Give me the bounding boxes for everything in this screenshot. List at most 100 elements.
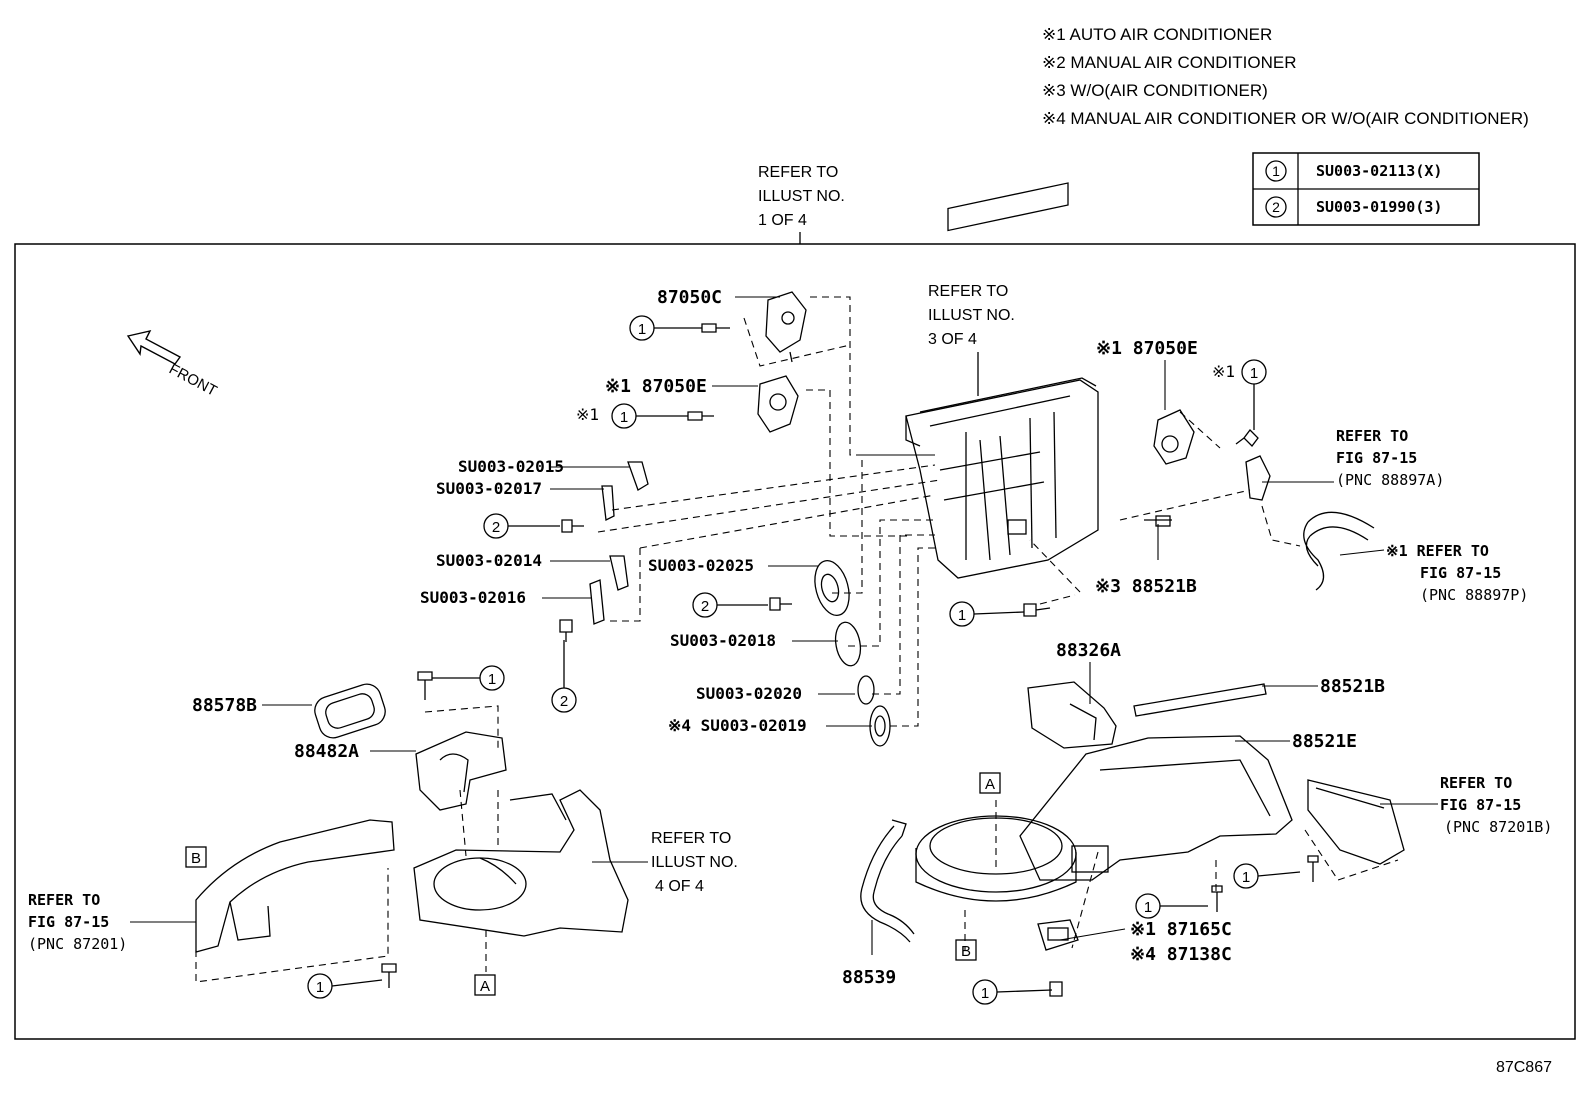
- callout-1-b: 1: [611, 403, 688, 429]
- label-87050e-left: ※1 87050E: [605, 376, 707, 397]
- legend-part-1: SU003-02113(X): [1316, 162, 1442, 180]
- svg-text:ILLUST NO.: ILLUST NO.: [758, 188, 845, 205]
- label-88521e: 88521E: [1292, 731, 1357, 752]
- duct-87201b-drawing: [1307, 779, 1405, 865]
- front-label: FRONT: [166, 361, 220, 400]
- callout-1-d: 1: [949, 601, 1025, 627]
- svg-text:(PNC 88897P): (PNC 88897P): [1420, 586, 1528, 604]
- refer-illust-3: REFER TO ILLUST NO. 3 OF 4: [928, 283, 1015, 348]
- refer-fig-87201: REFER TO FIG 87-15 (PNC 87201): [28, 891, 127, 953]
- refer-illust-1: REFER TO ILLUST NO. 1 OF 4: [758, 164, 845, 229]
- linkage-levers-drawing: [589, 461, 649, 625]
- callout-1-e: 1: [432, 665, 505, 691]
- refer-fig-88897a: REFER TO FIG 87-15 (PNC 88897A): [1336, 427, 1444, 489]
- svg-text:(PNC 88897A): (PNC 88897A): [1336, 471, 1444, 489]
- screw-icons: [381, 323, 1319, 997]
- actuator-87050e-right-drawing: [1153, 409, 1195, 465]
- actuator-87050c-drawing: [765, 291, 807, 363]
- ref-box-b-right: B: [961, 943, 971, 960]
- notes-block: ※1 AUTO AIR CONDITIONER ※2 MANUAL AIR CO…: [1042, 25, 1529, 128]
- svg-text:FIG 87-15: FIG 87-15: [28, 913, 109, 931]
- duct-88482a-drawing: [415, 731, 507, 811]
- callout-1-a: 1: [629, 315, 702, 341]
- legend-part-2: SU003-01990(3): [1316, 198, 1442, 216]
- label-su02017: SU003-02017: [436, 479, 542, 498]
- callout-1-g: 1: [972, 979, 1053, 1005]
- svg-text:ILLUST NO.: ILLUST NO.: [651, 854, 738, 871]
- ref-box-a-left: A: [480, 978, 490, 995]
- svg-text:FIG 87-15: FIG 87-15: [1440, 796, 1521, 814]
- duct-87201-drawing: [195, 819, 395, 953]
- label-88326a: 88326A: [1056, 640, 1121, 661]
- label-x1-bolt-left: ※1: [576, 405, 599, 424]
- leader-lines: [130, 296, 1438, 955]
- bracket-88897a-drawing: [1245, 455, 1271, 501]
- svg-text:REFER TO: REFER TO: [1336, 427, 1408, 445]
- note-4: ※4 MANUAL AIR CONDITIONER OR W/O(AIR CON…: [1042, 109, 1529, 128]
- svg-text:1: 1: [958, 607, 966, 624]
- actuator-87050e-left-drawing: [757, 375, 799, 433]
- svg-text:ILLUST NO.: ILLUST NO.: [928, 307, 1015, 324]
- label-88539: 88539: [842, 967, 896, 988]
- blower-case-drawing: [413, 789, 629, 937]
- label-su02014: SU003-02014: [436, 551, 542, 570]
- callout-2-a: 2: [483, 513, 560, 539]
- svg-text:REFER TO: REFER TO: [928, 283, 1008, 300]
- svg-text:4 OF 4: 4 OF 4: [655, 878, 704, 895]
- svg-text:1: 1: [488, 671, 496, 688]
- seal-88578b-drawing: [314, 683, 386, 739]
- note-3: ※3 W/O(AIR CONDITIONER): [1042, 81, 1268, 100]
- callout-1-f: 1: [307, 973, 383, 999]
- blower-housing-88521e-drawing: [915, 735, 1293, 902]
- label-87050c: 87050C: [657, 287, 722, 308]
- legend-circle-2: [1265, 196, 1287, 218]
- svg-text:REFER TO: REFER TO: [1440, 774, 1512, 792]
- label-87165c: ※1 87165C: [1130, 919, 1232, 940]
- figure-id: 87C867: [1496, 1059, 1552, 1076]
- legend-table: 1 2 SU003-02113(X) SU003-01990(3): [1252, 152, 1480, 226]
- label-su02015: SU003-02015: [458, 457, 564, 476]
- hose-88539-drawing: [860, 819, 915, 943]
- hose-drawing: [1144, 511, 1375, 591]
- resistor-87165c-drawing: [1037, 919, 1079, 951]
- part-labels: 87050C ※1 87050E ※1 87050E SU003-02015 S…: [192, 287, 1385, 988]
- svg-text:1: 1: [1144, 899, 1152, 916]
- svg-text:1: 1: [316, 979, 324, 996]
- svg-text:FIG 87-15: FIG 87-15: [1336, 449, 1417, 467]
- svg-text:1: 1: [620, 409, 628, 426]
- gear-discs-drawing: [814, 559, 891, 747]
- svg-text:FIG 87-15: FIG 87-15: [1420, 564, 1501, 582]
- svg-text:REFER TO: REFER TO: [758, 164, 838, 181]
- label-88482a: 88482A: [294, 741, 359, 762]
- label-88521b-2: 88521B: [1320, 676, 1385, 697]
- svg-text:1: 1: [638, 321, 646, 338]
- svg-text:REFER TO: REFER TO: [28, 891, 100, 909]
- svg-text:3 OF 4: 3 OF 4: [928, 331, 977, 348]
- label-su02019: ※4 SU003-02019: [668, 716, 807, 735]
- legend-circle-1: [1265, 160, 1287, 182]
- ref-boxes: A A B B: [185, 772, 1001, 996]
- label-88578b: 88578B: [192, 695, 257, 716]
- svg-text:1: 1: [981, 985, 989, 1002]
- svg-text:※1 REFER TO: ※1 REFER TO: [1386, 542, 1489, 560]
- ref-box-b-left: B: [191, 850, 201, 867]
- svg-text:(PNC 87201B): (PNC 87201B): [1444, 818, 1552, 836]
- label-87138c: ※4 87138C: [1130, 944, 1232, 965]
- svg-text:1 OF 4: 1 OF 4: [758, 212, 807, 229]
- svg-text:1: 1: [1242, 869, 1250, 886]
- legend-num-1: 1: [1272, 163, 1280, 179]
- assembly-lines: [195, 296, 1399, 983]
- front-arrow-icon: FRONT: [126, 329, 220, 400]
- part-88326a-drawing: [1027, 681, 1117, 749]
- label-su02025: SU003-02025: [648, 556, 754, 575]
- callout-1-h: 1: [1135, 893, 1208, 919]
- callouts: 1 1 1 2 2 2 1 1 1 1 1 1: [307, 315, 1301, 1005]
- label-su02020: SU003-02020: [696, 684, 802, 703]
- callout-2-b: 2: [692, 592, 768, 618]
- label-88521b-1: ※3 88521B: [1095, 576, 1197, 597]
- callout-1-i: 1: [1233, 863, 1301, 889]
- strip-88521b-drawing: [1133, 683, 1267, 717]
- refer-fig-87201b: REFER TO FIG 87-15 (PNC 87201B): [1440, 774, 1552, 836]
- svg-text:2: 2: [560, 693, 568, 710]
- note-2: ※2 MANUAL AIR CONDITIONER: [1042, 53, 1297, 72]
